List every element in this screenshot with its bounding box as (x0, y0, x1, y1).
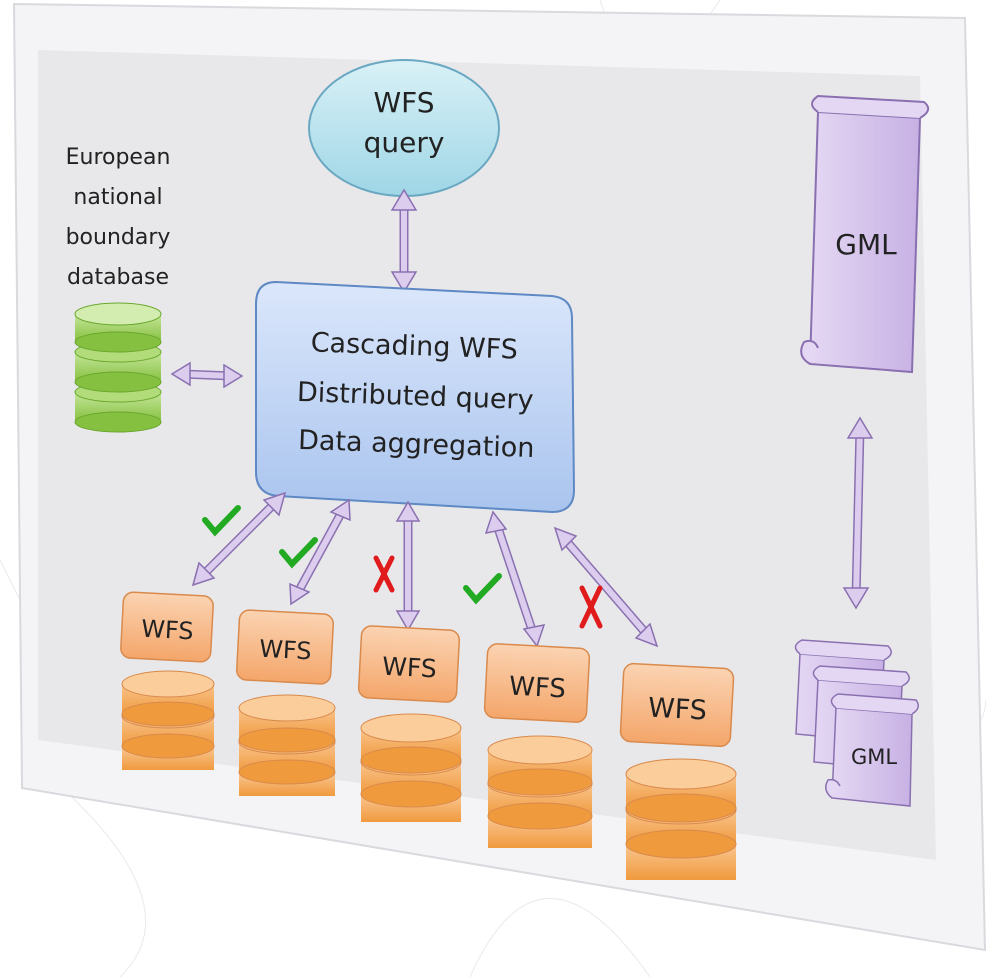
gml-top-label: GML (835, 228, 897, 261)
svg-text:WFS: WFS (259, 635, 313, 666)
gml-bottom-label: GML (851, 745, 897, 769)
svg-text:database: database (67, 265, 169, 290)
database-label: European national boundary database (66, 145, 171, 290)
gml-documents-bottom: GML (794, 639, 919, 807)
european-database-icon (74, 302, 162, 433)
wfs-service-1: WFS (120, 591, 215, 770)
check-icon (279, 537, 318, 569)
wfs-query-line1: WFS (373, 86, 434, 119)
svg-text:national: national (73, 185, 162, 210)
cascade-line1: Cascading WFS (310, 327, 518, 365)
status-marks (202, 505, 603, 629)
wfs-service-2: WFS (235, 609, 336, 796)
svg-text:WFS: WFS (647, 692, 707, 726)
cross-icon (579, 585, 603, 629)
service-arrows (191, 491, 659, 648)
svg-text:European: European (66, 145, 171, 170)
arrow-gml (842, 416, 874, 610)
check-icon (202, 505, 241, 537)
wfs-services: WFS WFS WFS (120, 591, 737, 880)
svg-text:WFS: WFS (141, 615, 195, 646)
wfs-service-4: WFS (483, 643, 593, 848)
wfs-query-line2: query (364, 126, 445, 159)
cascading-wfs-box: Cascading WFS Distributed query Data agg… (255, 280, 576, 514)
svg-text:boundary: boundary (66, 225, 171, 250)
svg-text:WFS: WFS (381, 652, 437, 684)
svg-text:WFS: WFS (508, 672, 566, 705)
wfs-service-3: WFS (357, 625, 462, 822)
gml-document-top: GML (800, 94, 930, 374)
check-icon (463, 573, 502, 605)
cross-icon (373, 555, 395, 593)
arrow-database-cascade (170, 361, 244, 389)
wfs-service-5: WFS (619, 662, 737, 880)
arrow-query-cascade (390, 188, 418, 294)
